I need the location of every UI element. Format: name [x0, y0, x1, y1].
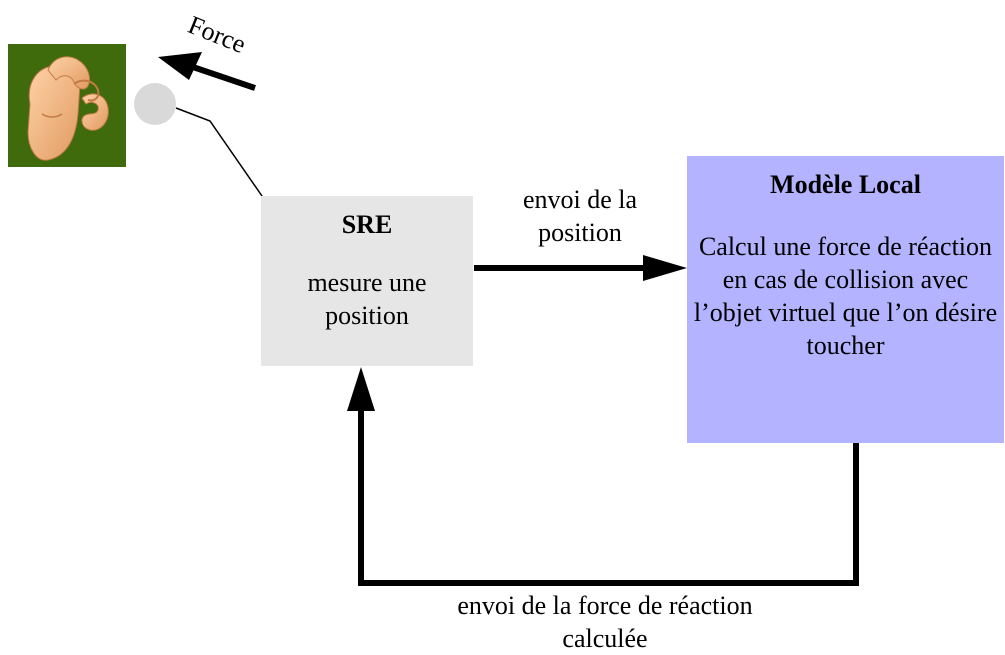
position-edge-label: envoi de la position [522, 185, 638, 247]
feedback-path [358, 410, 859, 586]
local-model-description: Calcul une force de réaction en cas de c… [693, 232, 998, 360]
sre-title: SRE [341, 210, 393, 239]
probe-ball [134, 83, 176, 125]
force-arrow-head [158, 52, 202, 80]
hand-icon [27, 56, 109, 161]
position-arrow-head [643, 255, 687, 281]
feedback-edge-label: envoi de la force de réaction calculée [457, 591, 753, 653]
force-arrow-shaft [189, 63, 256, 91]
sre-description: mesure une position [307, 268, 427, 330]
probe-tether-line [175, 107, 263, 197]
local-model-box: Modèle Local Calcul une force de réactio… [687, 156, 1004, 443]
feedback-arrow-head [347, 367, 375, 411]
hand-image [8, 44, 126, 167]
sre-box: SRE mesure une position [261, 196, 473, 366]
local-model-title: Modèle Local [770, 170, 921, 199]
